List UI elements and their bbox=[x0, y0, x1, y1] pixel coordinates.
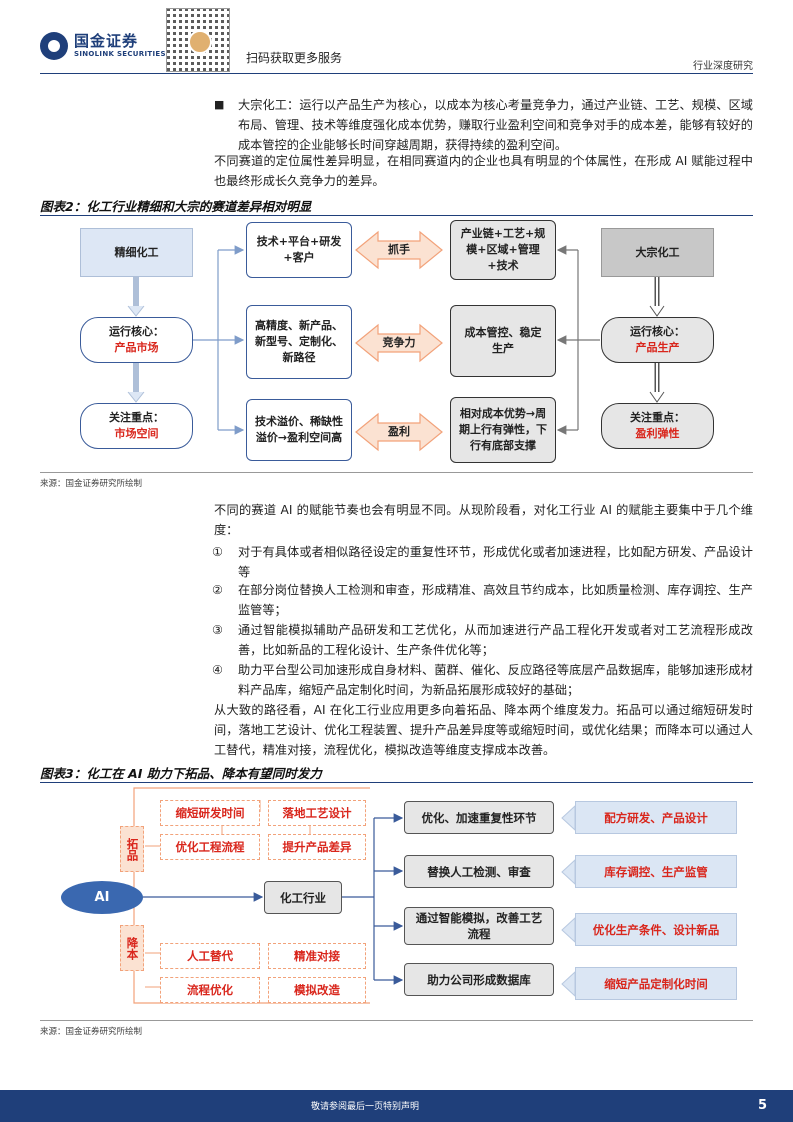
industry-node: 化工行业 bbox=[264, 881, 342, 914]
footer-notice[interactable]: 敬请参阅最后一页特别声明 bbox=[310, 1102, 419, 1112]
right-item-4: 缩短产品定制化时间 bbox=[575, 967, 737, 1000]
mid-item-3: 通过智能模拟，改善工艺流程 bbox=[404, 907, 554, 945]
header-divider bbox=[40, 73, 753, 74]
fine-core-label: 运行核心： bbox=[109, 325, 164, 338]
item3-text: 通过智能模拟辅助产品研发和工艺优化，从而加速进行产品工程化开发或者对工艺流程形成… bbox=[238, 623, 753, 657]
item4-text: 助力平台型公司加速形成自身材料、菌群、催化、反应路径等底层产品数据库，能够加速形… bbox=[238, 663, 753, 697]
double-arrow-mid bbox=[355, 323, 443, 363]
tp-item-2: 落地工艺设计 bbox=[268, 800, 366, 826]
bulk-core-value: 产品生产 bbox=[635, 341, 680, 354]
item4-num: ④ bbox=[212, 663, 223, 677]
logo-cn: 国金证券 bbox=[74, 32, 139, 50]
fig3-connectors bbox=[133, 787, 576, 1004]
fig2-title: 图表2：化工行业精细和大宗的赛道差异相对明显 bbox=[40, 199, 312, 214]
fine-focus-box: 关注重点： 市场空间 bbox=[80, 403, 193, 449]
bulk-core-label: 运行核心： bbox=[630, 325, 685, 338]
intro-para: 不同赛道的定位属性差异明显，在相同赛道内的企业也具有明显的个体属性，在形成 AI… bbox=[214, 154, 753, 188]
bulk-competitiveness-box: 成本管控、稳定生产 bbox=[450, 305, 556, 377]
bulk-focus-value: 盈利弹性 bbox=[635, 427, 680, 440]
page-number: 5 bbox=[757, 1098, 767, 1113]
fig3-top-line bbox=[40, 782, 753, 783]
fine-levers-box: 技术+平台+研发+客户 bbox=[246, 222, 352, 278]
item1-num: ① bbox=[212, 545, 223, 559]
fig3-source: 来源：国金证券研究所绘制 bbox=[40, 1027, 143, 1037]
fine-chem-box: 精细化工 bbox=[80, 228, 193, 277]
jb-item-4: 模拟改造 bbox=[268, 977, 366, 1003]
fine-focus-label: 关注重点： bbox=[109, 411, 164, 424]
logo-en: SINOLINK SECURITIES bbox=[74, 50, 166, 58]
right-item-2: 库存调控、生产监管 bbox=[575, 855, 737, 888]
fine-core-value: 产品市场 bbox=[114, 341, 159, 354]
mid-item-4: 助力公司形成数据库 bbox=[404, 963, 554, 996]
arrow-bot-label: 盈利 bbox=[388, 425, 410, 438]
right-item-1: 配方研发、产品设计 bbox=[575, 801, 737, 834]
scan-text: 扫码获取更多服务 bbox=[246, 51, 343, 65]
fine-profit-box: 技术溢价、稀缺性溢价→盈利空间高 bbox=[246, 399, 352, 461]
tp-item-1: 缩短研发时间 bbox=[160, 800, 260, 826]
mid-item-2: 替换人工检测、审查 bbox=[404, 855, 554, 888]
mid-item-1: 优化、加速重复性环节 bbox=[404, 801, 554, 834]
bulk-focus-box: 关注重点： 盈利弹性 bbox=[601, 403, 714, 449]
item3-num: ③ bbox=[212, 623, 223, 637]
ai-node: AI bbox=[61, 881, 143, 914]
fine-focus-value: 市场空间 bbox=[114, 427, 159, 440]
item2-num: ② bbox=[212, 583, 223, 597]
jiangben-label: 降本 bbox=[120, 925, 144, 971]
fig2-top-line bbox=[40, 215, 753, 216]
bullet-icon: ■ bbox=[214, 98, 225, 111]
arrow-top-label: 抓手 bbox=[388, 243, 410, 256]
item1-text: 对于有具体或者相似路径设定的重复性环节，形成优化或者加速进程，比如配方研发、产品… bbox=[238, 545, 753, 579]
mid-para2: 从大致的路径看，AI 在化工行业应用更多向着拓品、降本两个维度发力。拓品可以通过… bbox=[214, 703, 753, 757]
tp-item-3: 优化工程流程 bbox=[160, 834, 260, 860]
bulk-levers-box: 产业链+工艺+规模+区域+管理+技术 bbox=[450, 220, 556, 280]
fine-competitiveness-box: 高精度、新产品、新型号、定制化、新路径 bbox=[246, 305, 352, 379]
jb-item-2: 精准对接 bbox=[268, 943, 366, 969]
doc-type: 行业深度研究 bbox=[693, 61, 753, 72]
right-item-3: 优化生产条件、设计新品 bbox=[575, 913, 737, 946]
logo-icon bbox=[40, 32, 68, 60]
bulk-profit-box: 相对成本优势→周期上行有弹性，下行有底部支撑 bbox=[450, 397, 556, 463]
bulk-focus-label: 关注重点： bbox=[630, 411, 685, 424]
tp-item-4: 提升产品差异 bbox=[268, 834, 366, 860]
fig2-bottom-line bbox=[40, 472, 753, 473]
fig2-connectors bbox=[127, 230, 665, 452]
fig3-bottom-line bbox=[40, 1020, 753, 1021]
mid-para1: 不同的赛道 AI 的赋能节奏也会有明显不同。从现阶段看，对化工行业 AI 的赋能… bbox=[214, 503, 753, 537]
double-arrow-bot bbox=[355, 412, 443, 452]
fine-core-box: 运行核心： 产品市场 bbox=[80, 317, 193, 363]
qr-logo-icon bbox=[188, 30, 212, 54]
fig3-title: 图表3：化工在 AI 助力下拓品、降本有望同时发力 bbox=[40, 766, 322, 781]
tuopin-label: 拓品 bbox=[120, 826, 144, 872]
double-arrow-top bbox=[355, 230, 443, 270]
item2-text: 在部分岗位替换人工检测和审查，形成精准、高效且节约成本，比如质量检测、库存调控、… bbox=[238, 583, 753, 617]
bullet-text: 大宗化工：运行以产品生产为核心，以成本为核心考量竞争力，通过产业链、工艺、规模、… bbox=[238, 98, 753, 152]
jb-item-1: 人工替代 bbox=[160, 943, 260, 969]
footer-bar bbox=[0, 1090, 793, 1122]
jb-item-3: 流程优化 bbox=[160, 977, 260, 1003]
bulk-core-box: 运行核心： 产品生产 bbox=[601, 317, 714, 363]
bulk-chem-box: 大宗化工 bbox=[601, 228, 714, 277]
arrow-mid-label: 竞争力 bbox=[382, 336, 416, 349]
fig2-source: 来源：国金证券研究所绘制 bbox=[40, 479, 143, 489]
